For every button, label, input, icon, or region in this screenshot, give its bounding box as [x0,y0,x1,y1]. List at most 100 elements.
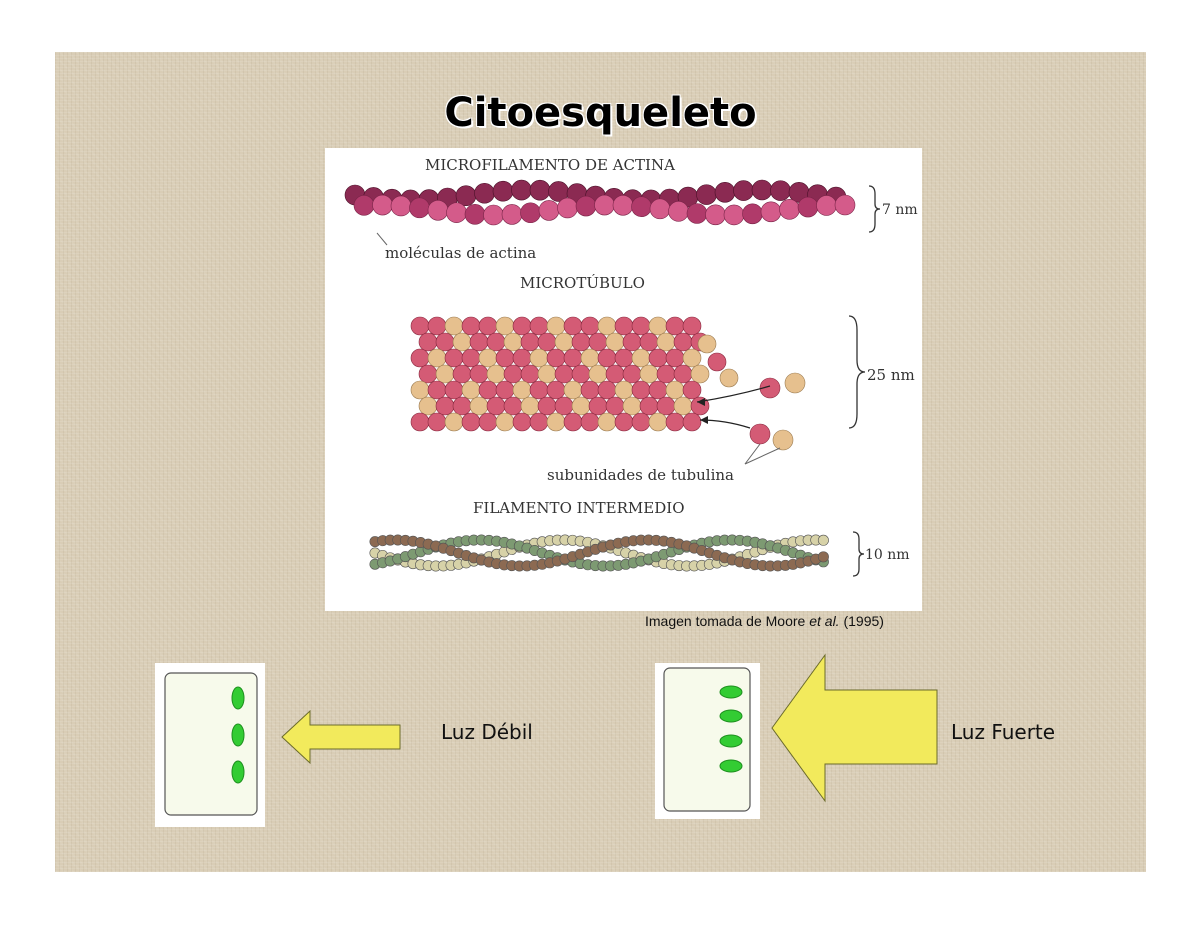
bead [605,332,625,352]
bead [580,316,600,336]
bead [772,429,794,451]
bead [686,203,708,224]
bead [690,396,710,416]
intermediate-filament-label: FILAMENTO INTERMEDIO [473,499,685,517]
bead [390,195,412,217]
bead [554,332,574,352]
bead [665,348,685,368]
bead [760,201,782,223]
bead [665,412,685,432]
bead [503,396,523,416]
bead [529,380,549,400]
bead [461,348,481,368]
bead [529,316,549,336]
bead [538,200,560,221]
actin-filament-drawing [344,179,856,226]
bead [742,203,763,225]
chloroplast [719,734,743,748]
bead [779,199,800,220]
bead [520,202,541,224]
bead [512,412,532,432]
bead [461,380,481,400]
bead [816,195,837,216]
bead [723,204,745,226]
bead [588,332,608,352]
bead [554,396,574,416]
bead [512,380,532,400]
bead [478,380,498,400]
bead [648,348,668,368]
bead [529,412,549,432]
image-credit: Imagen tomada de Moore et al. (1995) [645,613,884,629]
bead [588,364,608,384]
bead [444,316,464,336]
bead [444,380,464,400]
bead [707,352,727,372]
bead [557,197,578,219]
bead [597,412,617,432]
bead [486,364,506,384]
bead [495,316,515,336]
bead [546,380,566,400]
bead [435,396,455,416]
bead [461,412,481,432]
bead [784,372,806,394]
bead [639,364,659,384]
bead [631,316,651,336]
bead [571,332,591,352]
intermediate-filament-size: 10 nm [865,547,910,563]
bead [444,348,464,368]
bead [817,534,829,546]
chloroplast [719,685,743,699]
bead [622,364,642,384]
bead [563,348,583,368]
bead [418,396,438,416]
bead [478,316,498,336]
bead [696,184,717,205]
image-credit-italic: et al. [809,613,840,629]
bead [665,380,685,400]
microtubule-drawing [410,316,806,451]
bead [719,368,739,388]
bead [444,412,464,432]
bead [597,316,617,336]
bead [520,364,540,384]
weak-light-cell [155,663,265,827]
bead [418,364,438,384]
chloroplast [719,709,743,723]
bead [605,396,625,416]
bead [520,396,540,416]
tubulin-subunits-label: subunidades de tubulina [547,466,734,484]
bead [409,197,430,219]
bead [614,316,634,336]
bead [546,348,566,368]
bead [673,332,693,352]
bead [656,396,676,416]
bead [495,380,515,400]
bead [452,364,472,384]
bead [353,195,375,216]
bead [503,332,523,352]
bead [580,412,600,432]
bead [673,364,693,384]
bead [512,316,532,336]
bead [682,412,702,432]
bead [469,364,489,384]
bead [529,348,549,368]
bead [537,364,557,384]
bead [452,332,472,352]
bead [614,348,634,368]
bead [435,332,455,352]
bead [817,551,829,563]
bead [656,364,676,384]
bead [682,380,702,400]
bead [575,195,597,217]
bead [612,194,634,216]
chloroplast [231,760,245,784]
bead [770,180,791,201]
bead [554,364,574,384]
microfilament-label: MICROFILAMENTO DE ACTINA [425,156,675,174]
bead [427,199,449,221]
bead [486,396,506,416]
bead [469,396,489,416]
